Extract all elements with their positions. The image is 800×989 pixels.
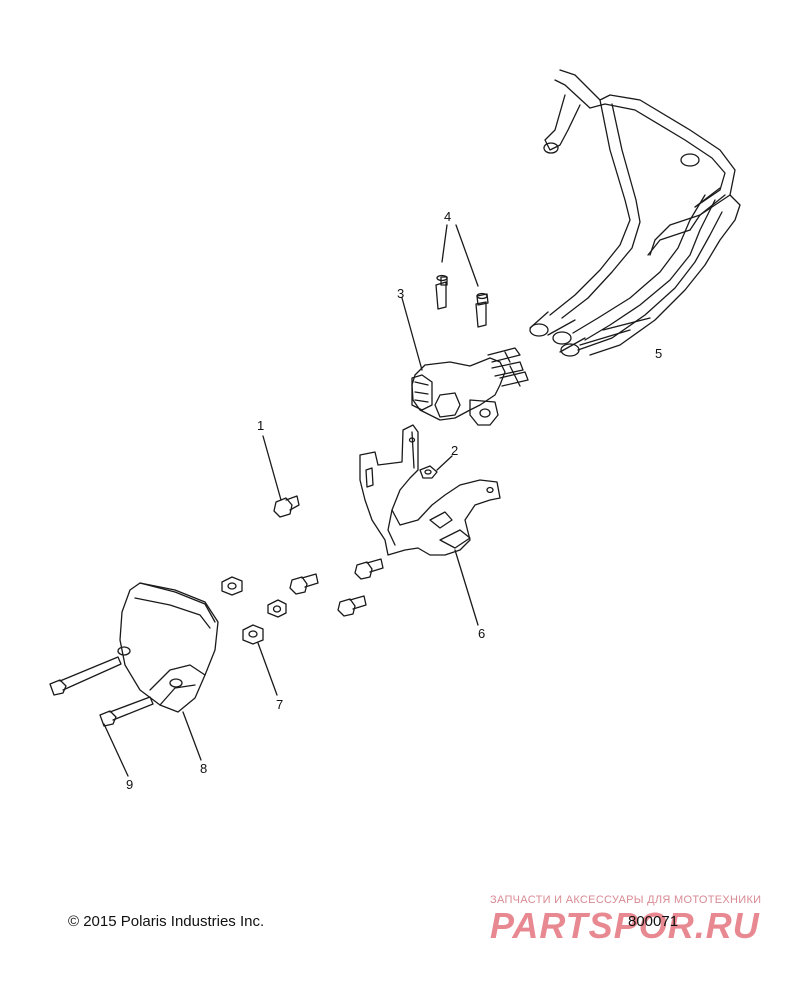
clip-part-2 — [419, 455, 453, 479]
grommets-part-7 — [221, 576, 287, 696]
hose-assembly — [529, 69, 741, 357]
figure-number: 800071 — [628, 913, 679, 930]
callout-8: 8 — [200, 761, 207, 776]
bracket-part-6 — [359, 424, 501, 626]
callout-9: 9 — [126, 777, 133, 792]
callout-3: 3 — [397, 286, 404, 301]
callout-6: 6 — [478, 626, 485, 641]
cover-part-8 — [117, 582, 219, 761]
callout-7: 7 — [276, 697, 283, 712]
callout-4: 4 — [444, 209, 451, 224]
callout-5: 5 — [655, 346, 662, 361]
copyright-text: © 2015 Polaris Industries Inc. — [68, 913, 265, 930]
callout-2: 2 — [451, 443, 458, 458]
watermark-tagline: ЗАПЧАСТИ И АКСЕССУАРЫ ДЛЯ МОТОТЕХНИКИ — [490, 894, 762, 906]
bolts-part-4 — [435, 224, 489, 328]
callout-1: 1 — [257, 418, 264, 433]
screws-group — [289, 558, 384, 617]
screws-part-9 — [49, 656, 154, 777]
valve-part-3 — [401, 297, 529, 426]
bolt-part-1 — [262, 435, 300, 518]
watermark-logo: PARTSPOR.RU — [490, 905, 760, 946]
